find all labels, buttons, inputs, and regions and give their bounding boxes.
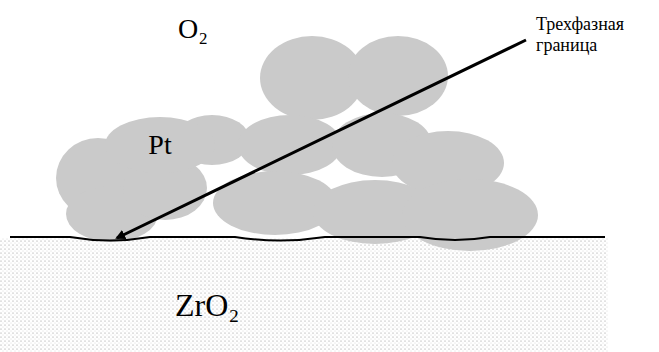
substrate-surface bbox=[10, 237, 605, 241]
substrate-region: ZrO₂ bbox=[0, 244, 608, 352]
substrate bbox=[0, 238, 608, 352]
node-text: ZrO₂ bbox=[175, 288, 239, 323]
node-text: Pt bbox=[148, 130, 171, 161]
gas-label: O₂ bbox=[178, 14, 238, 45]
annotation-label: Трехфазная граница bbox=[536, 14, 654, 55]
pt-particle: Pt bbox=[105, 117, 215, 173]
pt-particles bbox=[56, 36, 538, 251]
